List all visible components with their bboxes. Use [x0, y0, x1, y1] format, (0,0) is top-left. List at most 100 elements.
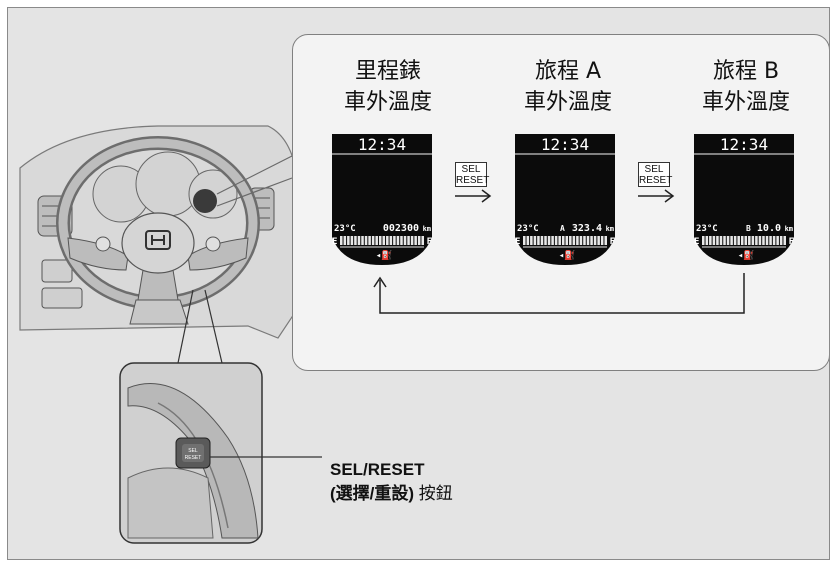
fuel-segment	[340, 236, 343, 245]
fuel-segment	[776, 236, 779, 245]
callout-suffix: 按鈕	[414, 484, 453, 503]
fuel-segment	[716, 236, 719, 245]
fuel-segment	[530, 236, 533, 245]
fuel-empty-label: E	[694, 237, 699, 247]
fuel-segment	[593, 236, 597, 245]
callout-subtitle: (選擇/重設) 按鈕	[330, 482, 453, 506]
fuel-pump-icon: ◂⛽	[559, 249, 576, 261]
fuel-segment	[755, 236, 758, 245]
step-label-line2: 車外溫度	[523, 90, 612, 115]
fuel-gauge	[523, 236, 607, 245]
trip-letter: A	[560, 224, 565, 233]
outside-temp: 23°C	[334, 224, 356, 234]
fuel-segment	[569, 236, 572, 245]
reset-label: RESET	[456, 175, 490, 186]
fuel-segment	[744, 236, 748, 245]
clock-time: 12:34	[358, 135, 406, 154]
step-label-trip-b: 旅程 B 車外溫度	[691, 56, 801, 118]
fuel-segment	[350, 236, 354, 245]
distance-unit: km	[606, 225, 614, 233]
fuel-segment	[730, 236, 733, 245]
fuel-segment	[371, 236, 375, 245]
fuel-segment	[389, 236, 393, 245]
closeup-sel-label: SEL	[188, 448, 198, 454]
fuel-segment	[547, 236, 551, 245]
fuel-segment	[769, 236, 772, 245]
fuel-segment	[565, 236, 569, 245]
fuel-full-label: F	[789, 237, 794, 247]
fuel-segment	[378, 236, 382, 245]
fuel-segment	[396, 236, 400, 245]
trip-letter: B	[746, 224, 751, 233]
trip-reading: 323.4	[572, 223, 602, 234]
fuel-segment	[733, 236, 737, 245]
outside-temp: 23°C	[517, 224, 539, 234]
fuel-segment	[604, 236, 607, 245]
fuel-segment	[597, 236, 600, 245]
step-label-line1: 旅程 A	[534, 59, 602, 84]
fuel-segment	[540, 236, 544, 245]
fuel-segment	[783, 236, 786, 245]
fuel-segment	[762, 236, 765, 245]
closeup-reset-label: RESET	[185, 455, 202, 461]
fuel-segment	[523, 236, 526, 245]
fuel-segment	[558, 236, 561, 245]
return-arrow-icon	[373, 273, 745, 314]
fuel-segment	[726, 236, 730, 245]
fuel-segment	[723, 236, 726, 245]
fuel-segment	[765, 236, 769, 245]
step-label-trip-a: 旅程 A 車外溫度	[513, 56, 623, 118]
fuel-full-label: F	[610, 237, 615, 247]
fuel-segment	[551, 236, 554, 245]
fuel-pump-icon: ◂⛽	[376, 249, 393, 261]
fuel-segment	[393, 236, 396, 245]
clock-time: 12:34	[720, 135, 768, 154]
fuel-segment	[417, 236, 421, 245]
clock-time: 12:34	[541, 135, 589, 154]
callout-title: SEL/RESET	[330, 460, 425, 479]
fuel-segment	[751, 236, 755, 245]
fuel-segment	[357, 236, 361, 245]
fuel-segment	[737, 236, 740, 245]
fuel-segment	[533, 236, 537, 245]
fuel-segment	[712, 236, 716, 245]
steering-wheel-illustration	[19, 125, 299, 364]
fuel-segment	[354, 236, 357, 245]
fuel-segment	[347, 236, 350, 245]
outside-temp: 23°C	[696, 224, 718, 234]
fuel-segment	[410, 236, 414, 245]
fuel-segment	[779, 236, 783, 245]
fuel-segment	[758, 236, 762, 245]
fuel-segment	[740, 236, 744, 245]
fuel-empty-label: E	[332, 237, 337, 247]
display-odometer: 12:34 23°C 002300 km E F ◂⛽	[332, 134, 432, 265]
fuel-segment	[343, 236, 347, 245]
fuel-segment	[526, 236, 530, 245]
sel-reset-callout: SEL/RESET (選擇/重設) 按鈕	[330, 458, 453, 506]
fuel-segment	[400, 236, 403, 245]
sel-reset-button-icon-2: SEL RESET	[638, 162, 673, 187]
step-label-odometer: 里程錶 車外溫度	[333, 56, 443, 118]
fuel-segment	[403, 236, 407, 245]
distance-unit: km	[785, 225, 793, 233]
sel-label: SEL	[461, 164, 481, 175]
reset-label: RESET	[639, 175, 673, 186]
sel-label: SEL	[644, 164, 664, 175]
fuel-segment	[544, 236, 547, 245]
fuel-full-label: F	[427, 237, 432, 247]
fuel-segment	[600, 236, 604, 245]
display-trip-b: 12:34 23°C B 10.0 km E F ◂⛽	[694, 134, 794, 265]
sel-reset-button-icon-1: SEL RESET	[455, 162, 490, 187]
fuel-segment	[382, 236, 386, 245]
fuel-segment	[705, 236, 709, 245]
odometer-reading: 002300	[383, 223, 419, 234]
arrow-right-icon	[455, 189, 492, 203]
fuel-segment	[586, 236, 590, 245]
fuel-segment	[361, 236, 364, 245]
fuel-segment	[579, 236, 583, 245]
sel-reset-closeup: SEL RESET	[119, 362, 322, 544]
fuel-segment	[421, 236, 424, 245]
arrow-right-icon	[638, 189, 675, 203]
callout-paren: (選擇/重設)	[330, 484, 415, 503]
distance-unit: km	[423, 225, 431, 233]
